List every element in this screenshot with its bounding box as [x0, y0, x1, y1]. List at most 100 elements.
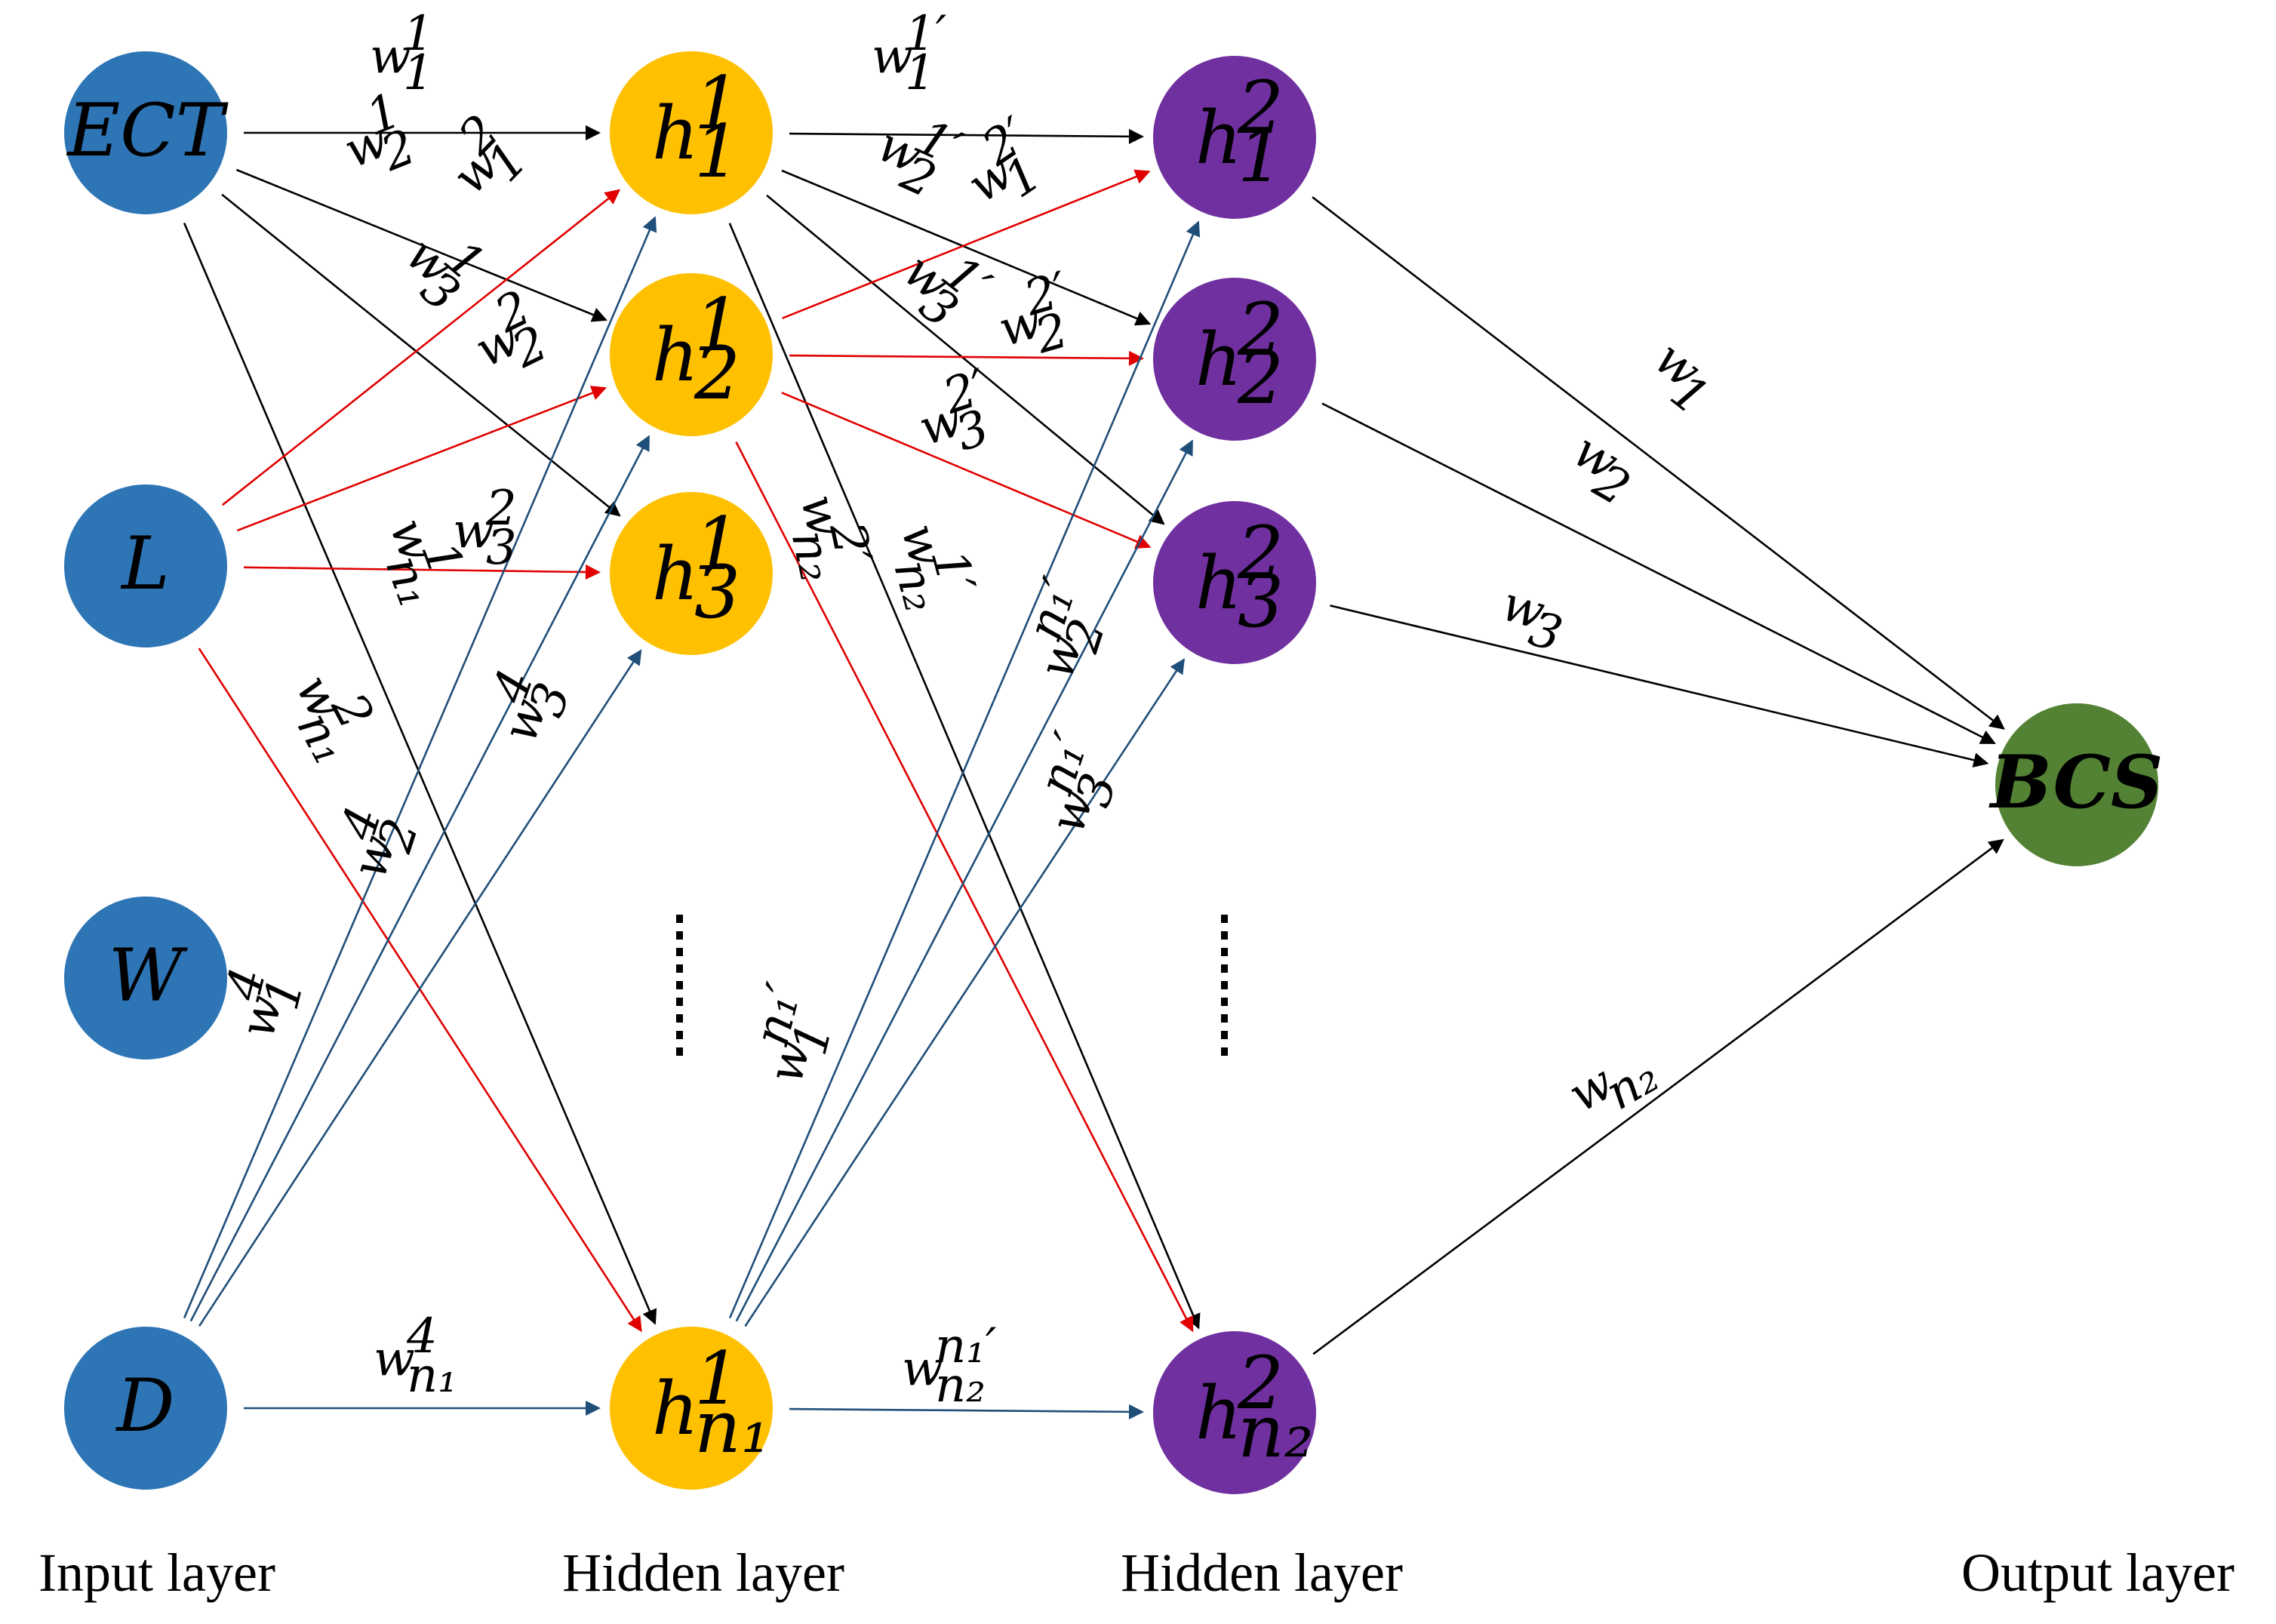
node-label: h — [1195, 1371, 1242, 1456]
node-circle — [64, 1327, 227, 1490]
ellipsis-dot — [1221, 931, 1228, 940]
edge-h2_1-to-BCS — [1312, 196, 2005, 730]
ellipsis-dot — [676, 998, 683, 1006]
node-circle — [1153, 278, 1316, 441]
ellipsis-dot — [1221, 1047, 1228, 1056]
weight-label-sup: n₁′ — [935, 1318, 997, 1374]
edge-ECT-to-h1_3 — [221, 193, 621, 517]
edge-h1_n1-to-h2_2 — [735, 439, 1194, 1322]
node-d: D — [64, 1327, 227, 1490]
node-label: L — [120, 521, 170, 606]
weight-label: w1′2 — [869, 109, 970, 209]
weight-label: w11 — [370, 6, 434, 101]
node-circle — [1995, 703, 2158, 866]
node-bcs: BCS — [1988, 703, 2164, 866]
weight-label-sub: 1 — [905, 45, 936, 101]
ellipsis-dot — [676, 981, 683, 989]
ellipsis-dot — [676, 1031, 683, 1039]
node-h1-1: h11 — [610, 51, 773, 214]
node-label-sub: 2 — [694, 331, 740, 416]
weight-label-sub: n₂ — [780, 525, 845, 586]
node-h1-2: h12 — [610, 273, 773, 436]
layer-label-hidden1: Hidden layer — [562, 1542, 844, 1603]
layer-label-input: Input layer — [38, 1542, 275, 1603]
weight-label: w22 — [467, 280, 556, 380]
edge-h1_2-to-h2_n2 — [735, 441, 1194, 1333]
edge-h1_1-to-h2_3 — [766, 194, 1165, 525]
node-w: W — [64, 897, 227, 1060]
node-ect: ECT — [64, 51, 229, 214]
weight-label: w1′1 — [872, 6, 947, 101]
node-label: BCS — [1988, 740, 2164, 825]
node-label-sup: 2 — [1237, 1341, 1284, 1426]
node-circle — [610, 1327, 773, 1490]
weight-label: wn₁′2 — [1017, 571, 1117, 685]
weight-label: w1 — [1644, 331, 1719, 427]
weight-label: wn₂ — [1559, 1047, 1668, 1123]
node-circle — [64, 51, 227, 214]
weight-label: wn₁′1 — [744, 977, 844, 1088]
node-label-sup: 1 — [694, 1336, 740, 1421]
node-label-sub: 1 — [1238, 114, 1284, 198]
edge-h1_1-to-h2_1 — [789, 128, 1144, 144]
edge-D-to-h1_1 — [183, 216, 657, 1319]
node-label-sub: 2 — [1237, 336, 1284, 420]
ellipsis-dot — [676, 931, 683, 940]
edge-ECT-to-h1_n1 — [183, 222, 657, 1325]
node-label-sup: 2 — [1237, 511, 1284, 595]
edges — [183, 125, 2005, 1419]
node-label: h — [1195, 318, 1242, 402]
weight-label: w21 — [441, 105, 538, 205]
weight-label-base: w — [902, 1341, 943, 1397]
node-circle — [1153, 1331, 1316, 1494]
node-label: h — [1195, 541, 1242, 626]
edge-ECT-to-h1_2 — [235, 168, 607, 322]
edge-L-to-h1_3 — [243, 564, 601, 580]
weight-label-base: w — [374, 1331, 415, 1387]
weight-label-sub: 1 — [403, 45, 434, 101]
weight-label: w43 — [481, 663, 582, 749]
weight-label-sub: n₁ — [407, 1348, 457, 1404]
edge-D-to-h1_3 — [198, 649, 642, 1327]
ellipsis-dot — [1221, 998, 1228, 1006]
node-circle — [1153, 56, 1316, 219]
weight-label-base: w — [370, 29, 411, 85]
ellipsis-dot — [676, 915, 683, 923]
weight-label: w41 — [215, 962, 315, 1043]
node-h1-3: h13 — [610, 492, 773, 655]
node-l: L — [64, 484, 227, 647]
node-label-sub: n₁ — [694, 1385, 770, 1469]
weight-label: w2 — [1564, 423, 1638, 517]
node-label-sub: 1 — [694, 109, 740, 194]
ellipsis-dot — [1221, 948, 1228, 956]
ellipsis-dot — [1221, 964, 1228, 973]
node-circle — [610, 492, 773, 655]
layer-label-hidden2: Hidden layer — [1121, 1542, 1403, 1603]
edge-h1_n1-to-h2_n2 — [789, 1404, 1144, 1419]
weight-label-sub: n₂ — [935, 1358, 986, 1413]
ellipsis-dot — [1221, 981, 1228, 989]
edge-D-to-h1_2 — [189, 435, 651, 1322]
node-label: h — [1195, 96, 1242, 180]
node-label: h — [652, 313, 699, 398]
edge-h1_n1-to-h2_1 — [728, 220, 1201, 1319]
edge-h1_2-to-h2_2 — [789, 350, 1144, 366]
ellipsis-dot — [676, 1047, 683, 1056]
edge-h1_n1-to-h2_3 — [744, 658, 1185, 1327]
node-label: D — [115, 1364, 175, 1448]
weight-label: w42 — [330, 800, 430, 885]
edge-h2_2-to-BCS — [1321, 402, 1996, 745]
node-label: h — [652, 91, 699, 176]
weight-label-sup: 4 — [406, 1309, 438, 1364]
ellipsis-dots — [676, 915, 1228, 1056]
ellipsis-dot — [676, 948, 683, 956]
node-label: h — [652, 1367, 699, 1451]
node-circle — [610, 273, 773, 436]
node-circle — [1153, 501, 1316, 664]
edge-L-to-h1_1 — [221, 189, 621, 506]
